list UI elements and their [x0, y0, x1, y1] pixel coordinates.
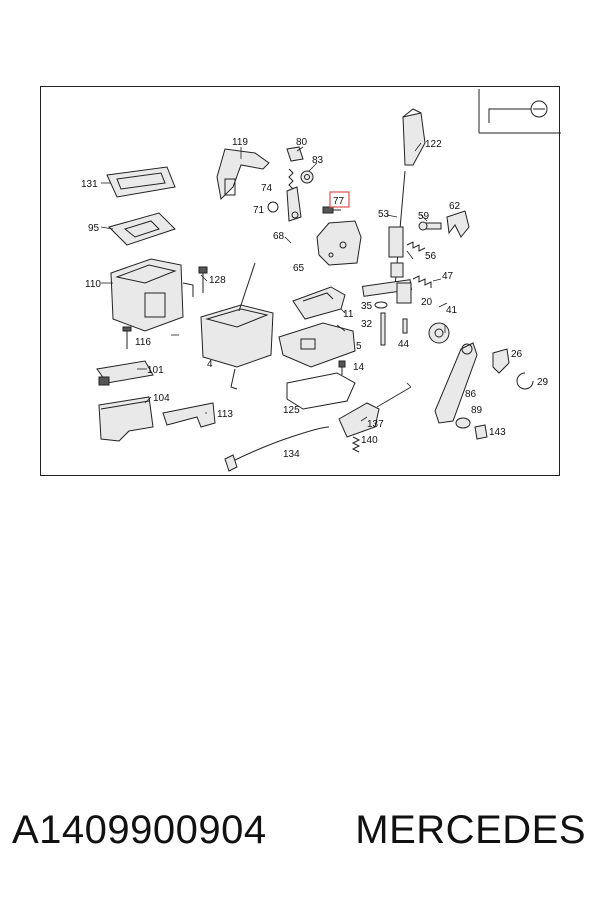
part-11-shift-gate — [292, 286, 346, 320]
part-20-shaft — [361, 279, 413, 304]
part-29-circlip — [516, 372, 534, 390]
part-119-bracket — [216, 148, 270, 201]
callout-20: 20 — [421, 297, 433, 308]
part-89-bushing — [455, 417, 471, 429]
part-131-trim-frame — [106, 166, 176, 198]
callout-41: 41 — [446, 305, 458, 316]
gear-lever-symbol-icon — [478, 89, 561, 134]
callout-11: 11 — [343, 309, 354, 320]
callout-143: 143 — [489, 427, 506, 438]
part-80-cap — [286, 146, 304, 162]
part-4-shift-housing — [200, 262, 274, 390]
callout-113: 113 — [217, 409, 233, 420]
part-116-screw — [122, 326, 132, 349]
part-56-spring — [406, 241, 426, 252]
part-53-selector-lever — [388, 170, 406, 288]
callout-89: 89 — [471, 405, 483, 416]
part-143-clip — [474, 424, 488, 440]
part-68-lever — [286, 186, 302, 222]
callout-32: 32 — [361, 319, 373, 330]
part-41-bushing — [428, 322, 450, 344]
part-125-bezel-frame — [286, 372, 356, 410]
callout-140: 140 — [361, 435, 378, 446]
part-77-screw — [322, 206, 341, 214]
callout-44: 44 — [398, 339, 410, 350]
part-128-bolt — [198, 266, 208, 293]
caption-bar: A1409900904 MERCEDES — [0, 800, 600, 860]
part-86-link-arm — [434, 342, 478, 424]
callout-125: 125 — [283, 405, 300, 416]
callout-53: 53 — [378, 209, 390, 220]
callout-71: 71 — [253, 205, 265, 216]
part-74-spring — [288, 168, 294, 190]
callout-122: 122 — [425, 139, 442, 150]
part-14-screw — [338, 360, 346, 375]
callout-119: 119 — [232, 137, 248, 148]
callout-128: 128 — [209, 275, 226, 286]
part-32-pin — [380, 312, 386, 346]
part-110-selector-housing — [110, 258, 194, 332]
callout-74: 74 — [261, 183, 273, 194]
part-47-spring-pin — [412, 275, 432, 288]
callout-65: 65 — [293, 263, 305, 274]
callout-131: 131 — [81, 179, 98, 190]
part-71-clip — [267, 201, 279, 213]
callout-47: 47 — [442, 271, 454, 282]
part-62-clip — [446, 210, 470, 238]
brand-text: MERCEDES — [355, 807, 586, 852]
part-101-switch-module — [96, 360, 154, 386]
callout-77: 77 — [333, 196, 345, 207]
part-35-washer — [374, 301, 388, 309]
callout-110: 110 — [85, 279, 101, 290]
callout-5: 5 — [356, 341, 362, 352]
leader-lines — [100, 142, 448, 422]
callout-56: 56 — [425, 251, 437, 262]
callout-35: 35 — [361, 301, 373, 312]
callout-95: 95 — [88, 223, 100, 234]
callout-59: 59 — [418, 211, 430, 222]
callout-4: 4 — [207, 359, 213, 370]
part-122-gear-knob — [402, 108, 426, 166]
highlight-box-77 — [329, 191, 350, 208]
part-5-base-plate — [278, 322, 356, 368]
callout-134: 134 — [283, 449, 300, 460]
part-134-shift-cable — [224, 426, 330, 472]
callout-101: 101 — [147, 365, 164, 376]
callout-137: 137 — [367, 419, 384, 430]
callout-62: 62 — [449, 201, 461, 212]
callout-68: 68 — [273, 231, 285, 242]
callout-104: 104 — [153, 393, 170, 404]
part-44-pin — [402, 318, 408, 334]
part-number-text: A1409900904 — [12, 807, 267, 852]
part-140-spring — [351, 436, 361, 453]
callout-86: 86 — [465, 389, 477, 400]
part-113-connector — [162, 402, 216, 428]
callout-83: 83 — [312, 155, 324, 166]
exploded-view-drawing: 119 80 83 122 131 74 77 71 53 59 62 95 6… — [81, 89, 561, 472]
parts-diagram: 119 80 83 122 131 74 77 71 53 59 62 95 6… — [40, 86, 561, 476]
callout-labels: 119 80 83 122 131 74 77 71 53 59 62 95 6… — [81, 137, 549, 460]
part-95-cover-plate — [108, 212, 176, 246]
part-65-mounting-plate — [316, 220, 362, 266]
callout-26: 26 — [511, 349, 523, 360]
callout-116: 116 — [135, 337, 151, 348]
callout-80: 80 — [296, 137, 308, 148]
callout-29: 29 — [537, 377, 549, 388]
part-137-cable-bracket — [338, 382, 412, 438]
part-104-control-unit — [98, 396, 154, 442]
part-83-bushing — [300, 170, 314, 184]
part-26-clip — [492, 348, 510, 374]
callout-14: 14 — [353, 362, 365, 373]
part-59-pin — [418, 221, 442, 231]
